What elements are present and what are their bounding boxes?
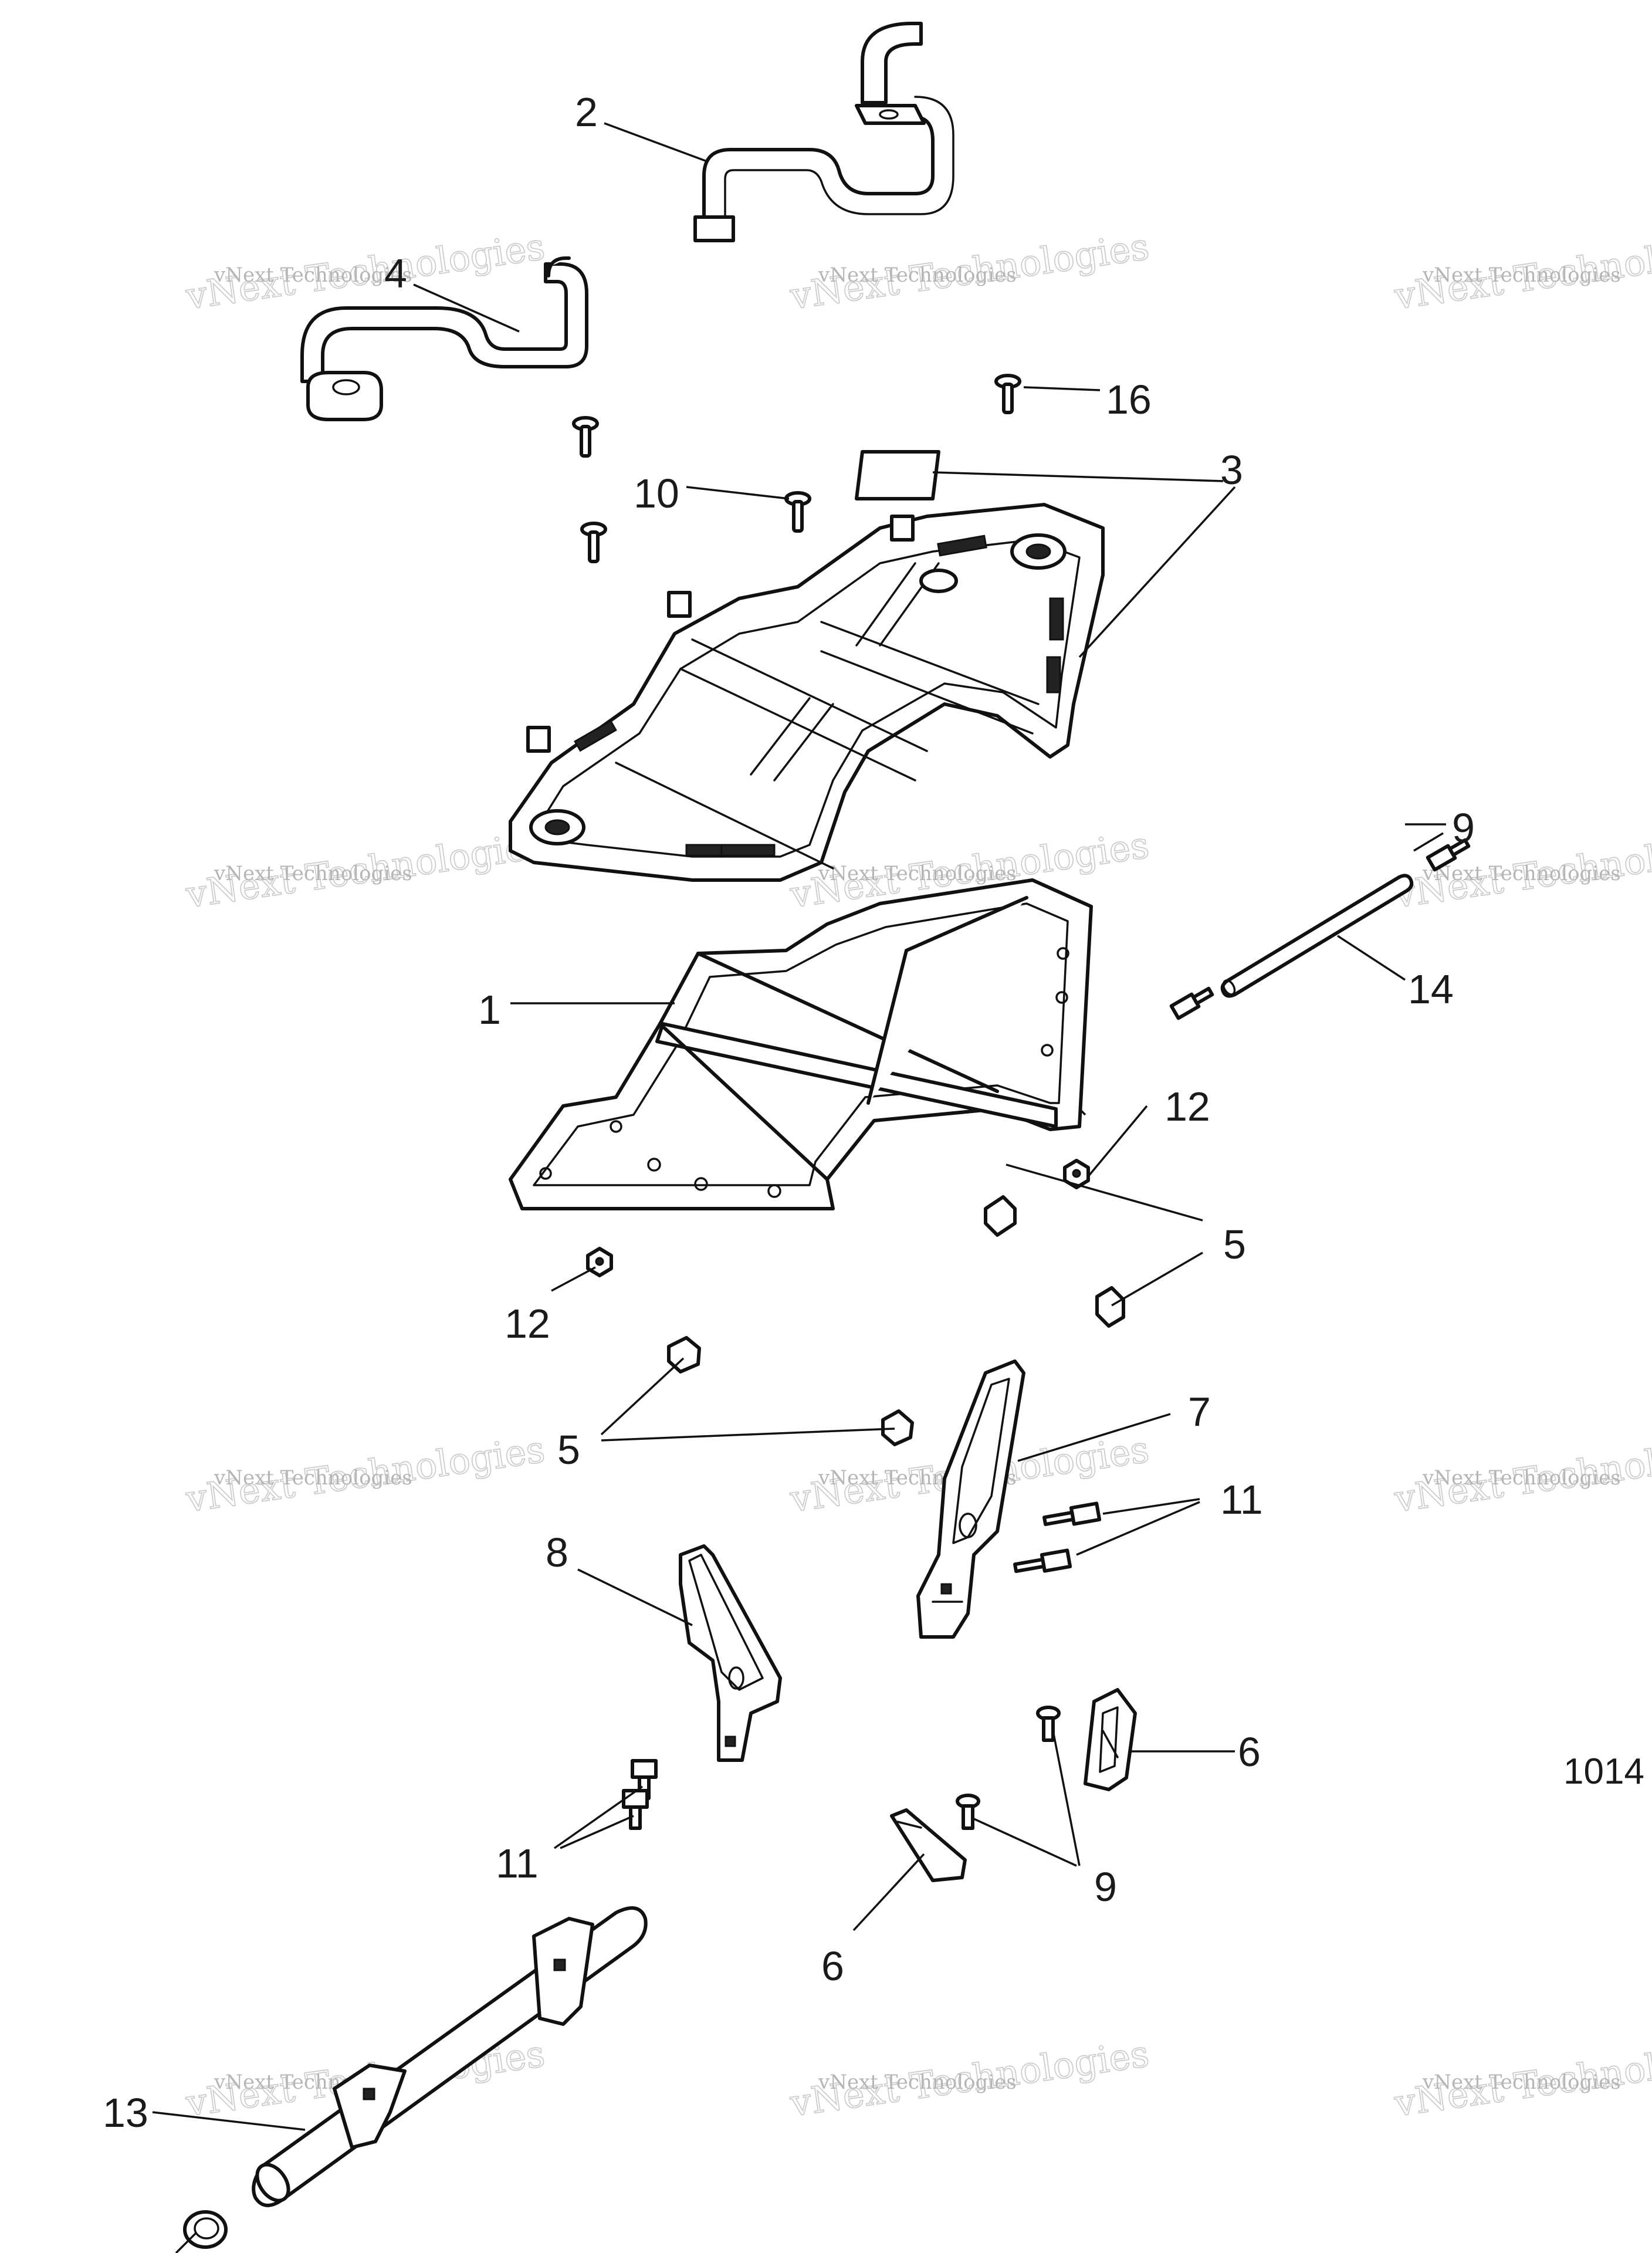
- watermark: vNext Technologies vNext Technologies: [1391, 823, 1652, 917]
- watermark: vNext Technologies vNext Technologies: [1391, 1427, 1652, 1521]
- part-13-tube: [252, 1906, 648, 2207]
- part-12-nuts: [586, 1159, 1090, 1277]
- part-2-grab-handle: [693, 22, 954, 242]
- watermark-line1: vNext Technologies: [1422, 862, 1621, 885]
- callout-7: 7: [1188, 1389, 1211, 1435]
- watermark-line2: vNext Technologies: [183, 1427, 547, 1520]
- watermark: vNext Technologies vNext Technologies: [1391, 225, 1652, 319]
- part-11-bolts: [622, 1501, 1102, 1830]
- callout-8: 8: [546, 1530, 568, 1575]
- part-8-bracket: [679, 1544, 782, 1762]
- callout-16: 16: [1106, 377, 1152, 422]
- callout-6-right: 6: [1238, 1729, 1261, 1775]
- callout-1: 1: [478, 987, 501, 1033]
- callout-12-left: 12: [505, 1301, 550, 1347]
- watermark: vNext Technologies vNext Technologies: [1391, 2032, 1652, 2126]
- part-16-bolt: [994, 374, 1021, 414]
- part-1-frame: [509, 878, 1093, 1210]
- watermark-line2: vNext Technologies: [1392, 225, 1652, 317]
- watermark-line2: vNext Technologies: [183, 823, 547, 916]
- watermark-line1: vNext Technologies: [818, 263, 1017, 287]
- callout-14: 14: [1408, 966, 1454, 1012]
- callout-13: 13: [103, 2090, 148, 2136]
- callout-3: 3: [1220, 447, 1243, 493]
- watermark-line2: vNext Technologies: [1392, 2032, 1652, 2125]
- watermark-line2: vNext Technologies: [1392, 823, 1652, 916]
- end-cap: [183, 2210, 228, 2249]
- part-14-rod: [1220, 874, 1414, 998]
- watermark: vNext Technologies vNext Technologies: [787, 225, 1152, 319]
- callout-4: 4: [384, 251, 407, 296]
- callout-9-bottom: 9: [1094, 1864, 1117, 1910]
- callout-6-left: 6: [821, 1943, 844, 1989]
- callout-11-right: 11: [1220, 1477, 1263, 1523]
- callout-2: 2: [575, 89, 598, 135]
- part-6-wedges: [890, 1688, 1137, 1882]
- watermark: vNext Technologies vNext Technologies: [182, 225, 548, 319]
- part-3-rack: [509, 450, 1105, 882]
- part-5-clips: [667, 1195, 1125, 1446]
- callout-11-left: 11: [496, 1841, 539, 1886]
- watermark-line2: vNext Technologies: [787, 2032, 1152, 2125]
- watermark-line1: vNext Technologies: [1422, 2071, 1621, 2094]
- watermark: vNext Technologies vNext Technologies: [787, 2032, 1152, 2126]
- part-4-grab-handle: [300, 256, 588, 421]
- callout-labels: 2 4 16 3 10 9 1 14 12 5 12 5 7 11 8 6 10…: [103, 89, 1644, 2136]
- figure-number: 1014: [1563, 1751, 1644, 1792]
- callout-5-left: 5: [557, 1427, 580, 1473]
- part-9-bolts: [956, 838, 1471, 1830]
- watermark-line1: vNext Technologies: [818, 862, 1017, 885]
- part-10-bolts: [572, 416, 811, 563]
- watermark-line1: vNext Technologies: [214, 263, 412, 287]
- watermark: vNext Technologies vNext Technologies: [182, 823, 548, 917]
- callout-10: 10: [634, 471, 679, 516]
- watermark-line1: vNext Technologies: [1422, 263, 1621, 287]
- watermark-line2: vNext Technologies: [183, 225, 547, 317]
- callout-5-right: 5: [1223, 1222, 1246, 1267]
- watermark-line1: vNext Technologies: [818, 2071, 1017, 2094]
- watermark-line2: vNext Technologies: [787, 225, 1152, 317]
- part-7-bracket: [916, 1359, 1025, 1639]
- callout-12-right: 12: [1164, 1084, 1210, 1129]
- watermark-line2: vNext Technologies: [1392, 1427, 1652, 1520]
- callout-9-top: 9: [1452, 805, 1475, 851]
- leader-lines: [152, 122, 1446, 2253]
- watermark-line1: vNext Technologies: [214, 862, 412, 885]
- watermark: vNext Technologies vNext Technologies: [182, 1427, 548, 1521]
- watermark-line1: vNext Technologies: [1422, 1466, 1621, 1490]
- watermark-line1: vNext Technologies: [214, 1466, 412, 1490]
